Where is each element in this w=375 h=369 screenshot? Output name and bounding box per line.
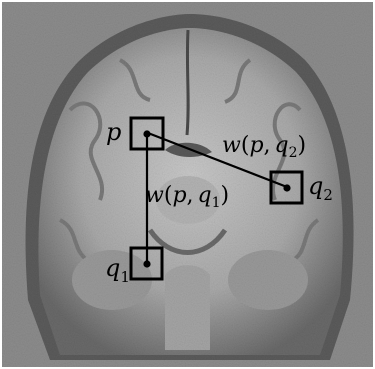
point-q1: [143, 260, 150, 267]
point-p: [143, 130, 150, 137]
point-q2: [283, 184, 290, 191]
label-p: p: [106, 118, 121, 146]
